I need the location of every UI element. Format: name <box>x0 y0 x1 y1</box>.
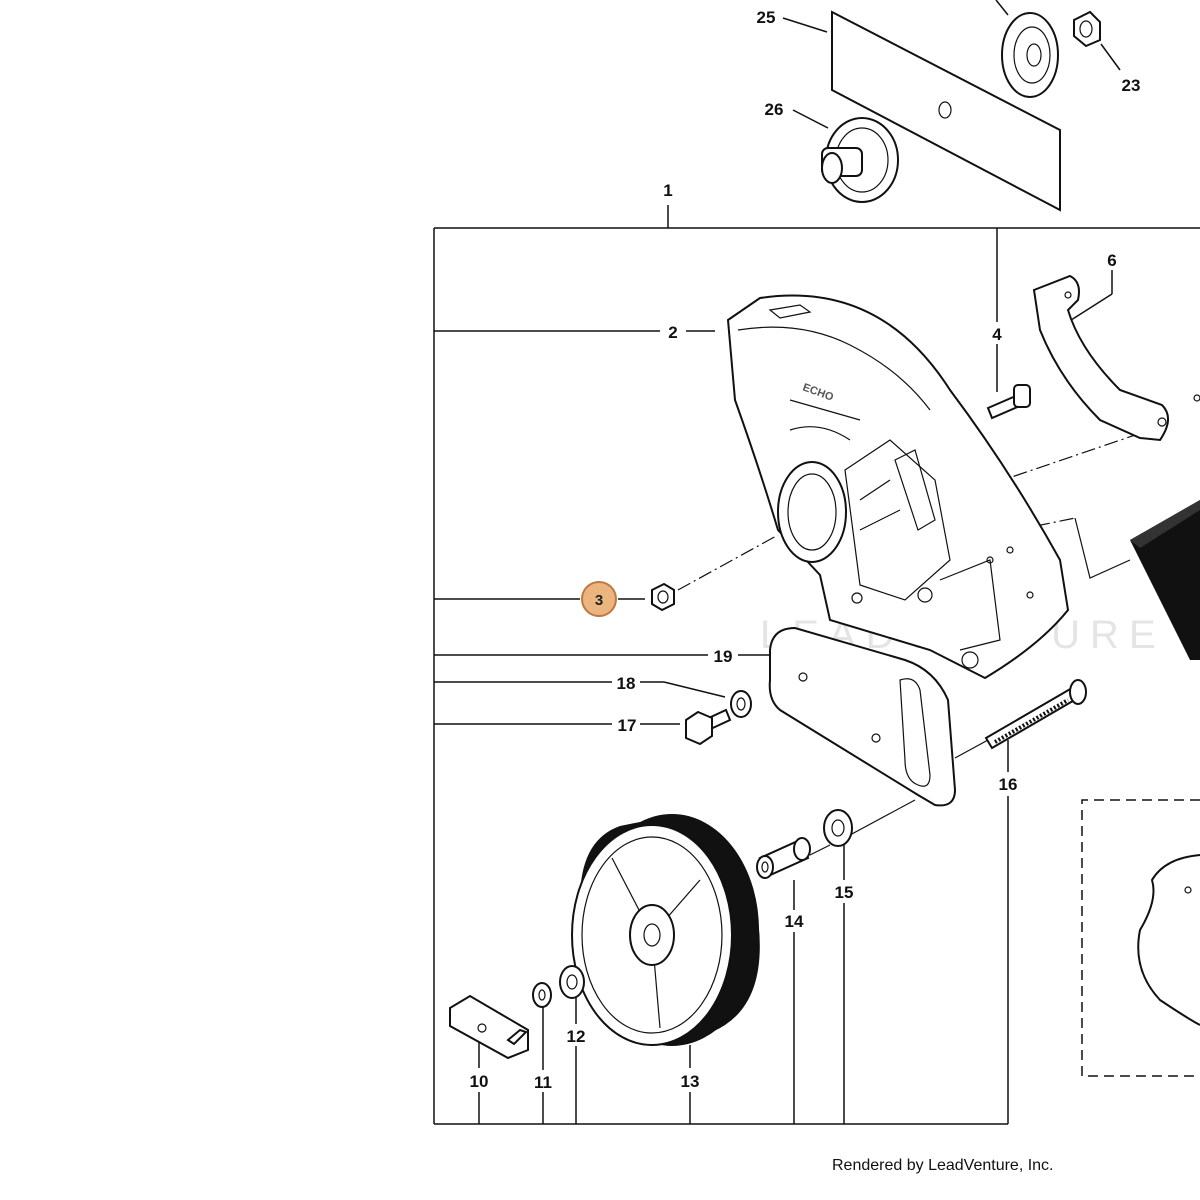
callout-2: 2 <box>668 323 677 342</box>
blade-washer <box>1001 12 1059 98</box>
callout-10: 10 <box>470 1072 489 1091</box>
callout-4: 4 <box>992 325 1002 344</box>
bolt-part-4 <box>986 384 1031 420</box>
callout-6: 6 <box>1107 251 1116 270</box>
long-bolt-part-16 <box>984 679 1087 750</box>
render-credit: Rendered by LeadVenture, Inc. <box>832 1157 1054 1174</box>
assembly-bracket <box>433 205 1200 1125</box>
blade-part-25 <box>831 10 1061 212</box>
mounting-plate-part-19 <box>768 626 957 807</box>
washer-part-12 <box>559 965 585 999</box>
lock-washer-part-18 <box>730 690 752 718</box>
callout-14: 14 <box>785 912 804 931</box>
callout-19: 19 <box>714 647 733 666</box>
callout-23: 23 <box>1122 76 1141 95</box>
callout-15: 15 <box>835 883 854 902</box>
lock-washer-part-11 <box>532 982 552 1008</box>
optional-parts-box <box>1081 799 1200 1077</box>
blade-guard-part-2: ECHO <box>726 294 1070 680</box>
spacer-part-14 <box>756 837 811 879</box>
leader-lines <box>434 0 1121 1124</box>
wing-knob-part-10 <box>449 994 529 1060</box>
callout-labels: 1 2 4 6 10 11 12 13 14 15 16 17 18 19 23… <box>470 8 1141 1092</box>
side-panel-part <box>1130 500 1200 660</box>
highlight-circle[interactable] <box>581 581 617 617</box>
wheel-part-13 <box>571 814 760 1046</box>
callout-16: 16 <box>999 775 1018 794</box>
callout-25: 25 <box>757 8 776 27</box>
blade-nut-part-23 <box>1073 10 1101 48</box>
callout-1: 1 <box>663 181 672 200</box>
callout-13: 13 <box>681 1072 700 1091</box>
bolt-part-17 <box>685 708 732 746</box>
callout-26: 26 <box>765 100 784 119</box>
support-bracket-part-6 <box>1032 274 1200 442</box>
nut-part-3 <box>651 582 675 612</box>
washer-part-15 <box>823 809 853 847</box>
blade-adapter-part-26 <box>821 117 899 203</box>
callout-3[interactable]: 3 <box>595 592 603 609</box>
callout-12: 12 <box>567 1027 586 1046</box>
highlighted-callout-3[interactable]: 3 <box>581 581 617 617</box>
callout-11: 11 <box>534 1073 552 1092</box>
callout-18: 18 <box>617 674 636 693</box>
callout-17: 17 <box>618 716 637 735</box>
